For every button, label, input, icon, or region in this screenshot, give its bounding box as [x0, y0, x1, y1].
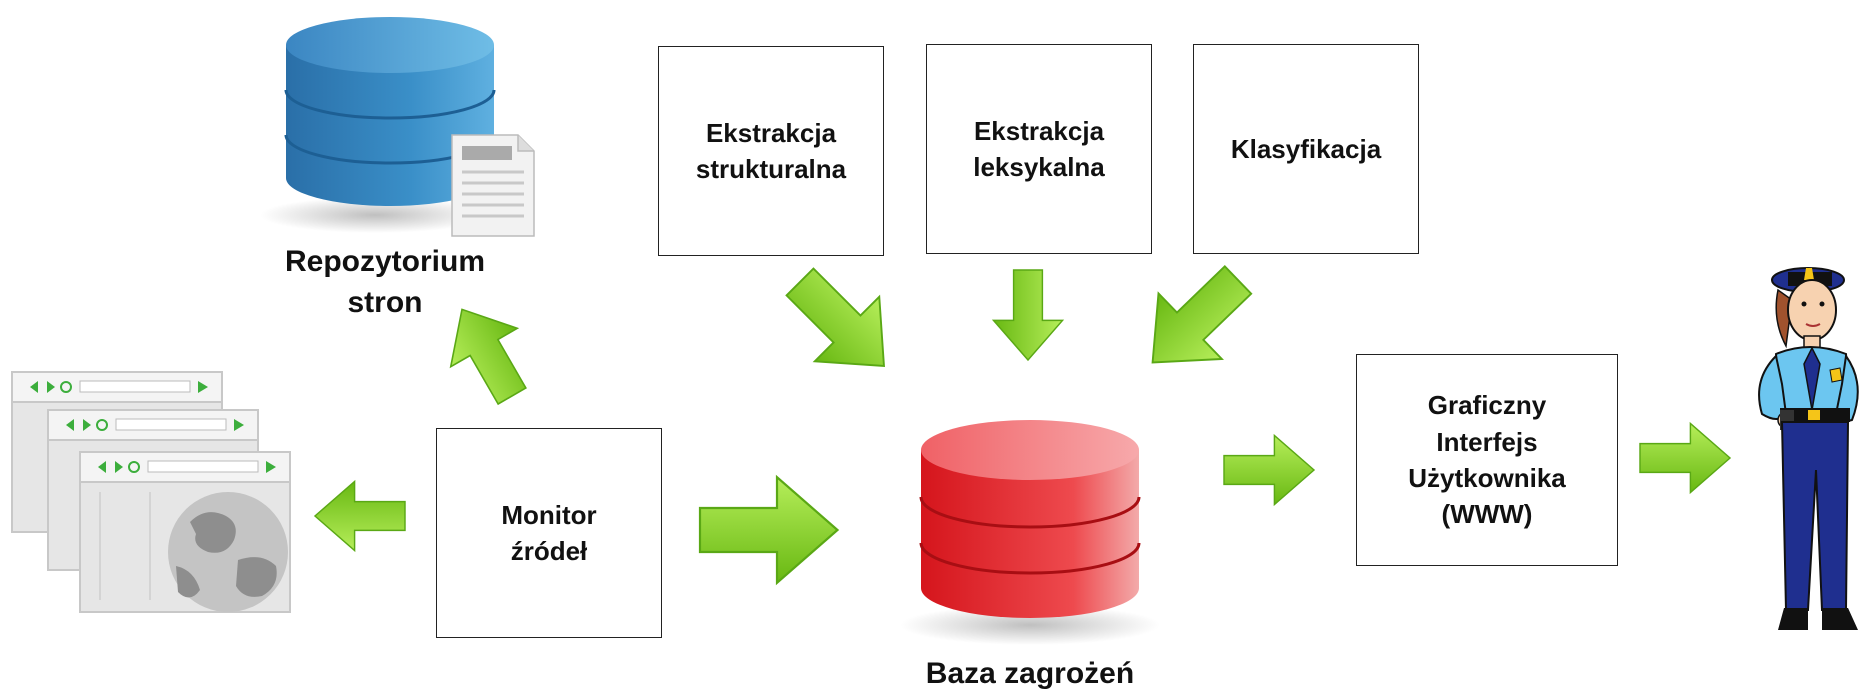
box-klasyfikacja-label: Klasyfikacja	[1230, 133, 1382, 164]
box-ekstrakcja-strukturalna-label: Ekstrakcja strukturalna	[695, 117, 847, 184]
box-klasyfikacja: Klasyfikacja	[1193, 44, 1419, 254]
document-icon	[451, 134, 535, 237]
arrow-gui-to-police	[1639, 422, 1731, 494]
label-baza-zagrozen: Baza zagrożeń	[925, 657, 1135, 690]
browser-window-front	[79, 451, 291, 613]
label-repozytorium: Repozytorium stron	[284, 245, 485, 319]
arrow-monitor-to-browsers	[314, 480, 406, 552]
repository-database-icon	[260, 17, 496, 233]
box-ekstrakcja-leksykalna-label: Ekstrakcja leksykalna	[973, 115, 1105, 182]
box-monitor-zrodel: Monitor źródeł	[436, 428, 662, 638]
box-graficzny-interfejs: Graficzny Interfejs Użytkownika (WWW)	[1356, 354, 1618, 566]
police-officer-icon	[1758, 267, 1859, 630]
globe-icon	[168, 492, 288, 612]
arrow-leksykalna-to-baza	[992, 269, 1064, 361]
arrow-baza-to-gui	[1223, 434, 1315, 506]
arrow-strukturalna-to-baza	[766, 248, 918, 400]
arrow-klasyfikacja-to-baza	[1119, 246, 1271, 397]
threat-database-icon	[900, 420, 1160, 645]
box-monitor-zrodel-label: Monitor źródeł	[501, 499, 597, 566]
arrow-monitor-to-baza	[698, 476, 839, 584]
box-graficzny-interfejs-label: Graficzny Interfejs Użytkownika (WWW)	[1408, 390, 1566, 530]
box-ekstrakcja-leksykalna: Ekstrakcja leksykalna	[926, 44, 1152, 254]
box-ekstrakcja-strukturalna: Ekstrakcja strukturalna	[658, 46, 884, 256]
arrow-monitor-to-repozytorium	[427, 289, 547, 417]
browser-windows-icon	[11, 371, 291, 613]
